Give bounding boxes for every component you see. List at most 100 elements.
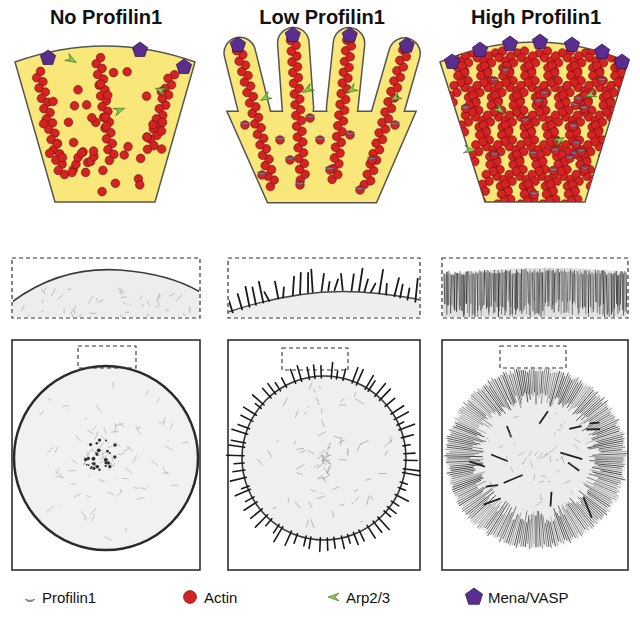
shape [568,462,579,470]
profilin [276,137,285,140]
shape [233,470,245,472]
shape [459,271,460,306]
shape [183,313,185,316]
actin [567,197,576,206]
actin [445,108,454,117]
shape [469,461,485,466]
shape [120,288,124,291]
shape [550,456,551,463]
shape [259,282,263,303]
shape [572,273,574,304]
actin [534,97,543,106]
shape [159,295,160,299]
shape [123,302,127,305]
shape [608,273,609,313]
shape [360,521,362,523]
shape [318,477,325,478]
shape [498,415,502,416]
actin [105,156,114,165]
actin [429,147,438,156]
shape [332,487,339,490]
shape [101,436,108,443]
shape [309,537,311,548]
arp23 [553,134,567,146]
shape [563,422,565,424]
shape [295,410,298,417]
shape [133,487,138,489]
actin [411,180,420,189]
shape [255,404,261,409]
shape [51,289,55,296]
shape [359,269,362,291]
shape [21,305,24,312]
shape [318,432,326,436]
actin [103,91,112,100]
shape [513,416,519,417]
profilin [490,152,499,155]
actin [74,85,83,94]
actin [602,162,611,171]
actin [616,185,625,194]
profilin [26,599,35,602]
arp23 [463,145,475,155]
shape [521,370,525,393]
shape [574,444,579,450]
actin [415,170,424,179]
shape [115,477,116,479]
actin [427,141,436,150]
actin [459,187,468,196]
actin [123,67,132,76]
mena-vasp [176,59,191,74]
shape [509,436,510,437]
actin [613,116,622,125]
actin [184,591,197,604]
shape [148,486,150,487]
actin [434,180,443,189]
shape [98,438,101,441]
actin [143,133,152,142]
zoom-markers [78,346,566,370]
shape [288,498,289,502]
actin [346,131,355,140]
shape [335,279,339,290]
shape [401,435,413,438]
shape [74,306,76,309]
shape [444,273,446,304]
shape [538,269,540,315]
shape [592,454,627,456]
shape [455,481,486,495]
shape [307,450,314,453]
actin [613,132,622,141]
profilin [461,105,470,108]
shape [536,371,537,404]
shape [28,315,32,317]
actin [602,146,611,155]
shape [244,407,257,415]
shape [328,442,331,450]
shape [96,405,101,412]
shape [68,289,72,290]
shape [308,406,310,408]
shape [145,390,149,395]
shape [317,455,323,458]
shape [584,497,592,518]
shape [403,472,421,475]
actin [82,101,91,110]
shape [119,422,124,428]
profilin [296,182,305,185]
actin [463,177,472,186]
shape [530,370,532,394]
shape [569,426,581,429]
shape [578,271,579,314]
actin [70,101,79,110]
shape [229,291,419,317]
shape [590,274,591,308]
shape [400,285,403,298]
legend-text: Arp2/3 [346,589,390,606]
shape [385,284,388,295]
shape [283,397,288,406]
shape [156,306,159,308]
filopodium [368,35,423,135]
actin [96,80,105,89]
actin [158,118,167,127]
